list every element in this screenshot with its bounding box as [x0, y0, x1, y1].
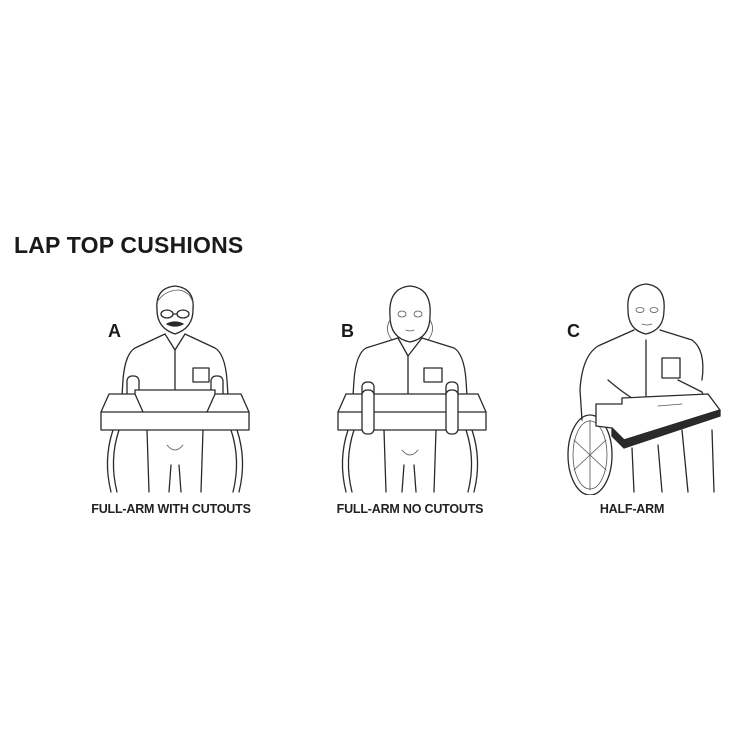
wheelchair-user-illustration-a: [100, 285, 250, 493]
wheelchair-user-illustration-b: [337, 285, 487, 493]
panel-letter-b: B: [341, 321, 354, 341]
illustration-full-arm-with-cutouts: [95, 280, 255, 495]
caption-full-arm-no-cutouts: FULL-ARM NO CUTOUTS: [336, 502, 484, 516]
illustration-full-arm-no-cutouts: [332, 280, 492, 495]
caption-full-arm-with-cutouts: FULL-ARM WITH CUTOUTS: [91, 502, 251, 516]
page-title: LAP TOP CUSHIONS: [14, 232, 244, 258]
panel-letter-c: C: [567, 321, 580, 341]
wheelchair-user-illustration-c: [567, 283, 721, 495]
illustration-half-arm: [562, 280, 732, 495]
panel-letter-a: A: [108, 321, 121, 341]
caption-half-arm: HALF-ARM: [599, 502, 665, 516]
